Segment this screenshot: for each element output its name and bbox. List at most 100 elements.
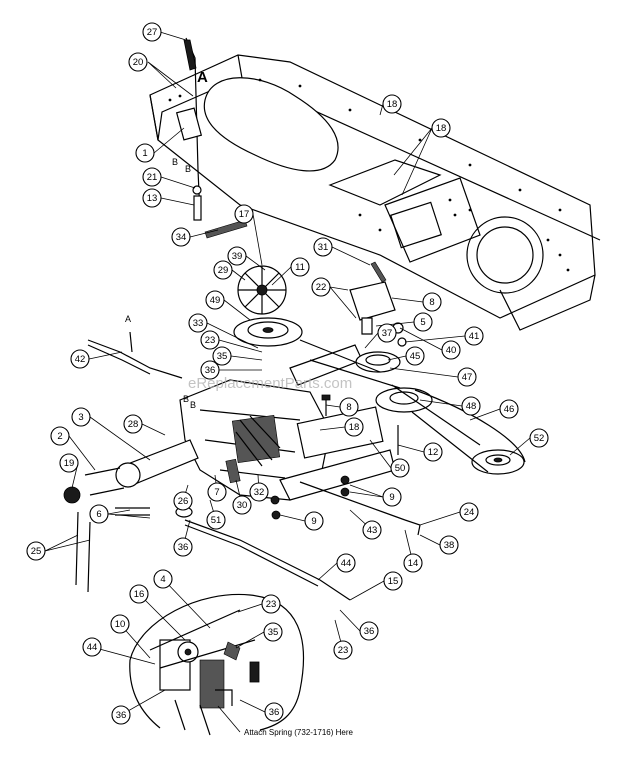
callout-9: 9 bbox=[382, 487, 402, 507]
callout-circle bbox=[529, 428, 549, 448]
callout-42: 42 bbox=[70, 349, 90, 369]
callout-circle bbox=[390, 458, 410, 478]
callout-46: 46 bbox=[499, 399, 519, 419]
callout-label: 13 bbox=[147, 193, 158, 204]
callout-circle bbox=[457, 367, 477, 387]
callout-label: 38 bbox=[444, 540, 455, 551]
callout-label: 7 bbox=[214, 487, 219, 498]
callout-label: 2 bbox=[57, 431, 62, 442]
letter-b-4: B bbox=[190, 400, 196, 410]
callout-label: 8 bbox=[429, 297, 434, 308]
callout-11: 11 bbox=[290, 257, 310, 277]
callout-36: 36 bbox=[111, 705, 131, 725]
callout-label: 10 bbox=[115, 619, 126, 630]
callout-label: 48 bbox=[466, 401, 477, 412]
callout-label: 36 bbox=[269, 707, 280, 718]
callout-circle bbox=[382, 94, 402, 114]
callout-45: 45 bbox=[405, 346, 425, 366]
callout-27: 27 bbox=[142, 22, 162, 42]
letter-a-small: A bbox=[125, 314, 131, 324]
callout-circle bbox=[82, 637, 102, 657]
callout-20: 20 bbox=[128, 52, 148, 72]
callout-30: 30 bbox=[232, 495, 252, 515]
callout-label: 3 bbox=[78, 412, 83, 423]
callout-label: 36 bbox=[205, 365, 216, 376]
callout-10: 10 bbox=[110, 614, 130, 634]
callout-23: 23 bbox=[261, 594, 281, 614]
callout-circle bbox=[206, 510, 226, 530]
callout-circle bbox=[290, 257, 310, 277]
callout-circle bbox=[200, 360, 220, 380]
callout-circle bbox=[304, 511, 324, 531]
callout-circle bbox=[439, 535, 459, 555]
callout-circle bbox=[383, 571, 403, 591]
callout-25: 25 bbox=[26, 541, 46, 561]
callout-circle bbox=[423, 442, 443, 462]
callout-41: 41 bbox=[464, 326, 484, 346]
callout-circle bbox=[128, 52, 148, 72]
callout-label: 11 bbox=[295, 262, 305, 273]
watermark: eReplacementParts.com bbox=[188, 375, 352, 392]
callout-circle bbox=[311, 277, 331, 297]
callout-49: 49 bbox=[205, 290, 225, 310]
callout-36: 36 bbox=[173, 537, 193, 557]
callout-51: 51 bbox=[206, 510, 226, 530]
callout-label: 28 bbox=[128, 419, 139, 430]
callout-18: 18 bbox=[344, 417, 364, 437]
callout-label: 26 bbox=[178, 496, 189, 507]
callout-circle bbox=[59, 453, 79, 473]
callout-label: 47 bbox=[462, 372, 473, 383]
callout-label: 30 bbox=[237, 500, 248, 511]
callout-label: 42 bbox=[75, 354, 86, 365]
callout-label: 25 bbox=[31, 546, 42, 557]
callout-circle bbox=[234, 204, 254, 224]
callout-circle bbox=[227, 246, 247, 266]
callout-label: 23 bbox=[205, 335, 216, 346]
callout-label: 5 bbox=[420, 317, 425, 328]
callout-circle bbox=[71, 407, 91, 427]
callout-35: 35 bbox=[212, 346, 232, 366]
callout-circle bbox=[431, 118, 451, 138]
callout-label: 32 bbox=[254, 487, 265, 498]
callout-label: 23 bbox=[338, 645, 349, 656]
callouts: 2720121133418181739112931228549413337402… bbox=[26, 22, 549, 725]
callout-circle bbox=[123, 414, 143, 434]
callout-34: 34 bbox=[171, 227, 191, 247]
callout-circle bbox=[403, 553, 423, 573]
callout-label: 27 bbox=[147, 27, 158, 38]
callout-15: 15 bbox=[383, 571, 403, 591]
callout-6: 6 bbox=[89, 504, 109, 524]
callout-28: 28 bbox=[123, 414, 143, 434]
callout-35: 35 bbox=[263, 622, 283, 642]
callout-label: 22 bbox=[316, 282, 327, 293]
callout-circle bbox=[153, 569, 173, 589]
callout-circle bbox=[142, 167, 162, 187]
callout-label: 21 bbox=[147, 172, 158, 183]
callout-circle bbox=[382, 487, 402, 507]
callout-18: 18 bbox=[431, 118, 451, 138]
callout-label: 1 bbox=[142, 148, 147, 159]
callout-label: 8 bbox=[346, 402, 351, 413]
callout-circle bbox=[70, 349, 90, 369]
callout-circle bbox=[264, 702, 284, 722]
callout-44: 44 bbox=[336, 553, 356, 573]
callout-43: 43 bbox=[362, 520, 382, 540]
callout-label: 44 bbox=[341, 558, 352, 569]
letter-b-2: B bbox=[185, 164, 191, 174]
callout-13: 13 bbox=[142, 188, 162, 208]
callout-label: 18 bbox=[436, 123, 447, 134]
callout-circle bbox=[26, 541, 46, 561]
callout-label: 43 bbox=[367, 525, 378, 536]
callout-circle bbox=[142, 188, 162, 208]
callout-circle bbox=[111, 705, 131, 725]
callout-36: 36 bbox=[264, 702, 284, 722]
callout-circle bbox=[232, 495, 252, 515]
callout-31: 31 bbox=[313, 237, 333, 257]
callout-circle bbox=[171, 227, 191, 247]
callout-circle bbox=[129, 584, 149, 604]
callout-label: 44 bbox=[87, 642, 98, 653]
callout-label: 15 bbox=[388, 576, 399, 587]
callout-label: 6 bbox=[96, 509, 101, 520]
callout-circle bbox=[333, 640, 353, 660]
